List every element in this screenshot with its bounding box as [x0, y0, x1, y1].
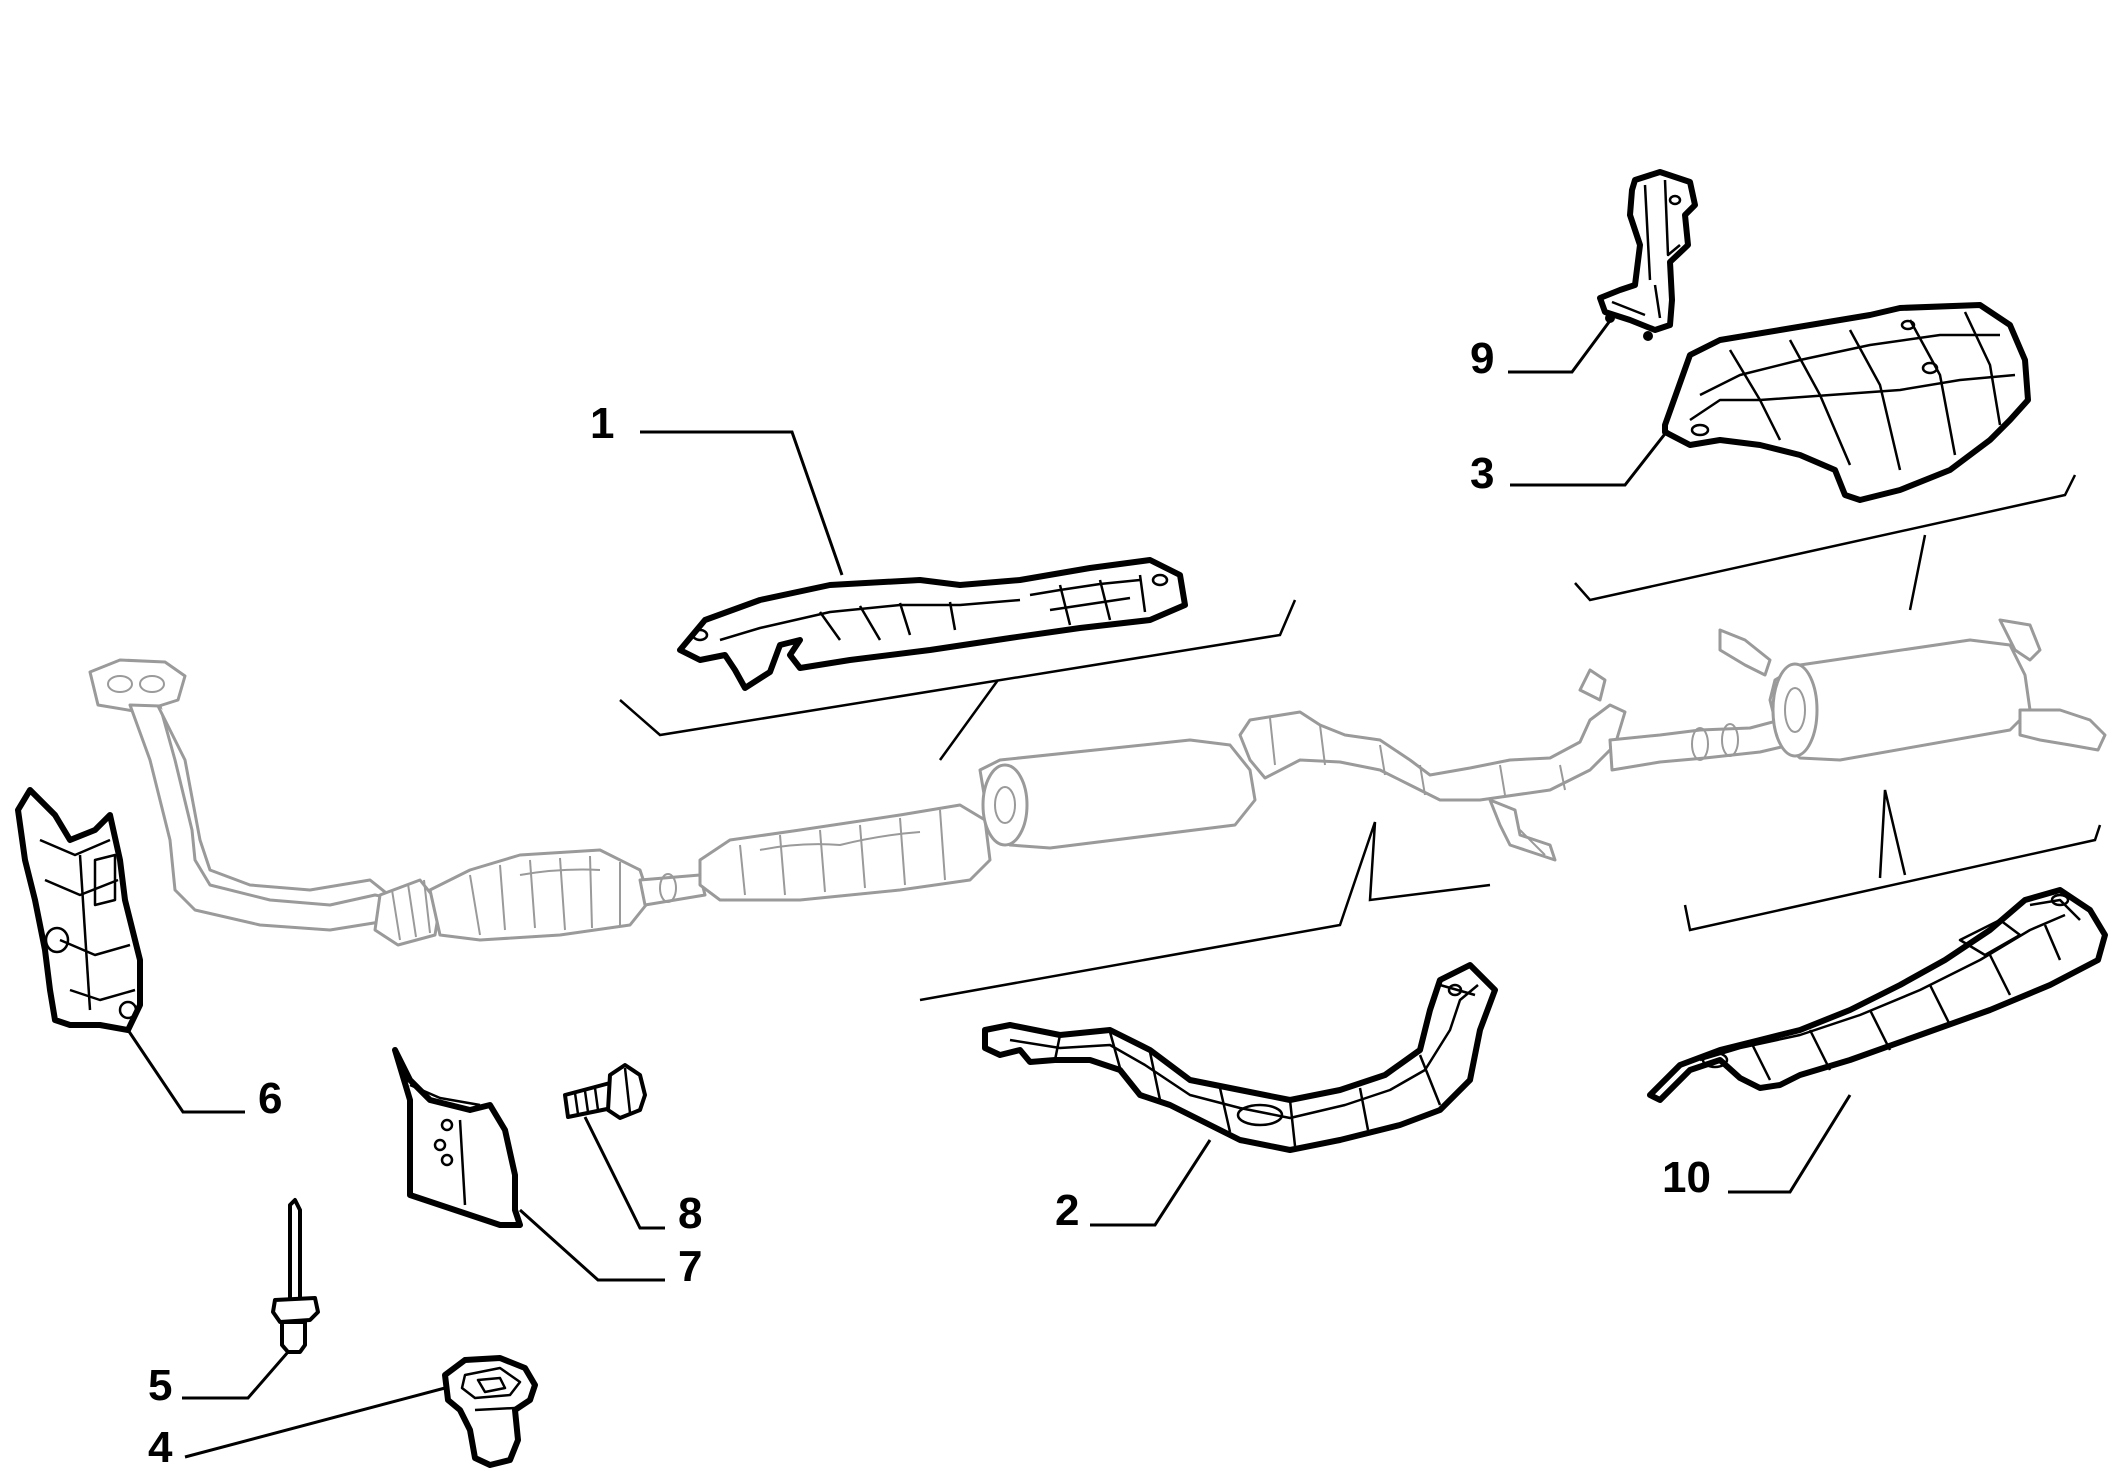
leader-1 [640, 430, 844, 576]
callout-numbers: 1 2 3 4 5 6 7 8 9 10 [148, 334, 1711, 1471]
callout-3: 3 [1470, 449, 1494, 498]
leader-7 [518, 1208, 665, 1282]
callout-4: 4 [148, 1423, 173, 1471]
leader-9 [1508, 317, 1614, 374]
leader-3 [1510, 429, 1670, 487]
group-bracket-lines [619, 474, 2102, 1002]
heat-shield-rear-silencer [1662, 302, 2031, 503]
leader-2 [1090, 1139, 1212, 1227]
callout-8: 8 [678, 1189, 702, 1238]
heat-shield-plate [392, 1047, 523, 1228]
callout-10: 10 [1662, 1153, 1711, 1202]
leader-lines [126, 317, 1852, 1459]
callout-1: 1 [590, 399, 614, 448]
callout-6: 6 [258, 1074, 282, 1123]
leader-5 [182, 1351, 290, 1400]
rivet [271, 1198, 320, 1354]
callout-2: 2 [1055, 1186, 1079, 1235]
callout-5: 5 [148, 1361, 172, 1410]
heat-shield-front-pipe [15, 787, 143, 1033]
exhaust-system-outline [88, 618, 2107, 947]
leader-8 [583, 1116, 665, 1230]
bolt [563, 1063, 647, 1120]
callout-7: 7 [678, 1242, 702, 1291]
grommet [442, 1355, 538, 1468]
callout-9: 9 [1470, 334, 1494, 383]
leader-10 [1728, 1094, 1852, 1194]
heat-shield-front-tunnel [677, 557, 1188, 691]
heat-shield-middle [982, 962, 1498, 1153]
support-bracket [1597, 169, 1698, 341]
heat-shield-rear [1647, 887, 2108, 1103]
leader-4 [184, 1386, 446, 1459]
leader-6 [126, 1029, 245, 1114]
